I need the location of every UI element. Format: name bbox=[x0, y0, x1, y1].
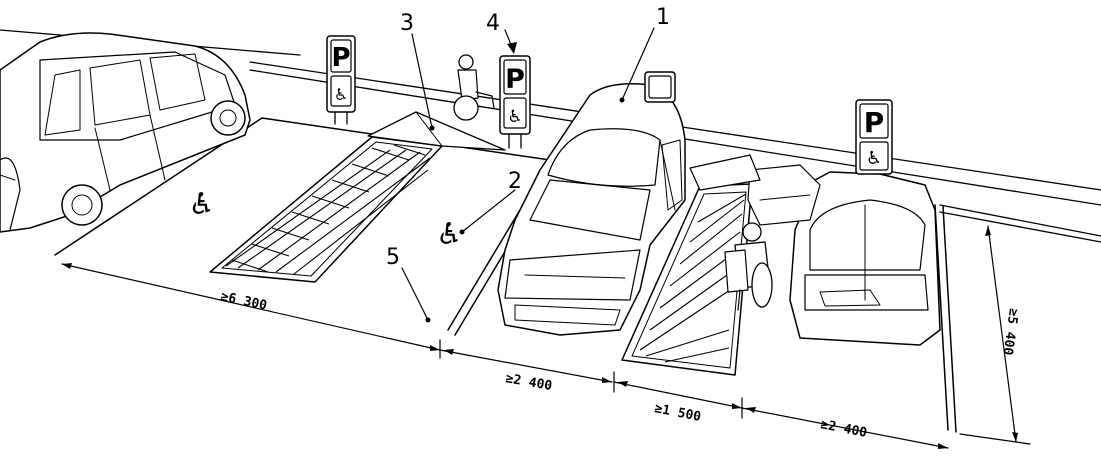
callout-5: 5 bbox=[386, 245, 400, 270]
vehicle-ramp bbox=[689, 154, 761, 191]
callout-3: 3 bbox=[400, 11, 414, 36]
sign-4: P ♿ bbox=[855, 99, 893, 175]
sign-1-p-letter: P bbox=[331, 43, 350, 73]
dimension-overall-length: ≥6 300 bbox=[219, 289, 268, 313]
dimension-bay-width-1: ≥2 400 bbox=[504, 371, 553, 394]
wheelchair-user-top bbox=[453, 54, 495, 121]
sign-4-accessibility-icon: ♿ bbox=[866, 148, 882, 169]
sign-2-p-letter: P bbox=[505, 64, 525, 95]
callout-4: 4 bbox=[486, 11, 500, 36]
dimension-transfer-zone-width: ≥1 500 bbox=[653, 401, 702, 425]
dimension-bay-width-2: ≥2 400 bbox=[819, 417, 868, 441]
sign-4-p-letter: P bbox=[864, 106, 885, 139]
van-left bbox=[0, 32, 251, 233]
sign-1: P ♿ bbox=[326, 35, 356, 125]
wheelchair-user-right bbox=[724, 222, 773, 311]
parking-bay-right-lines bbox=[934, 204, 957, 433]
sign-2: P ♿ bbox=[499, 55, 531, 149]
ground-accessibility-icon-1: ♿ bbox=[185, 187, 219, 222]
sign-1-accessibility-icon: ♿ bbox=[334, 85, 348, 104]
curb-ramp bbox=[367, 111, 506, 151]
sign-2-accessibility-icon: ♿ bbox=[507, 107, 522, 127]
van-right bbox=[747, 164, 941, 346]
dimension-bay-depth: ≥5 400 bbox=[999, 307, 1020, 356]
dimension-lines bbox=[61, 225, 1031, 449]
callout-2: 2 bbox=[508, 169, 522, 194]
callout-leaders bbox=[401, 27, 655, 323]
callout-1: 1 bbox=[656, 5, 670, 30]
ground-accessibility-icon-2: ♿ bbox=[433, 217, 467, 252]
hatched-transfer-zone-left bbox=[209, 136, 443, 283]
sign-3 bbox=[644, 71, 676, 103]
